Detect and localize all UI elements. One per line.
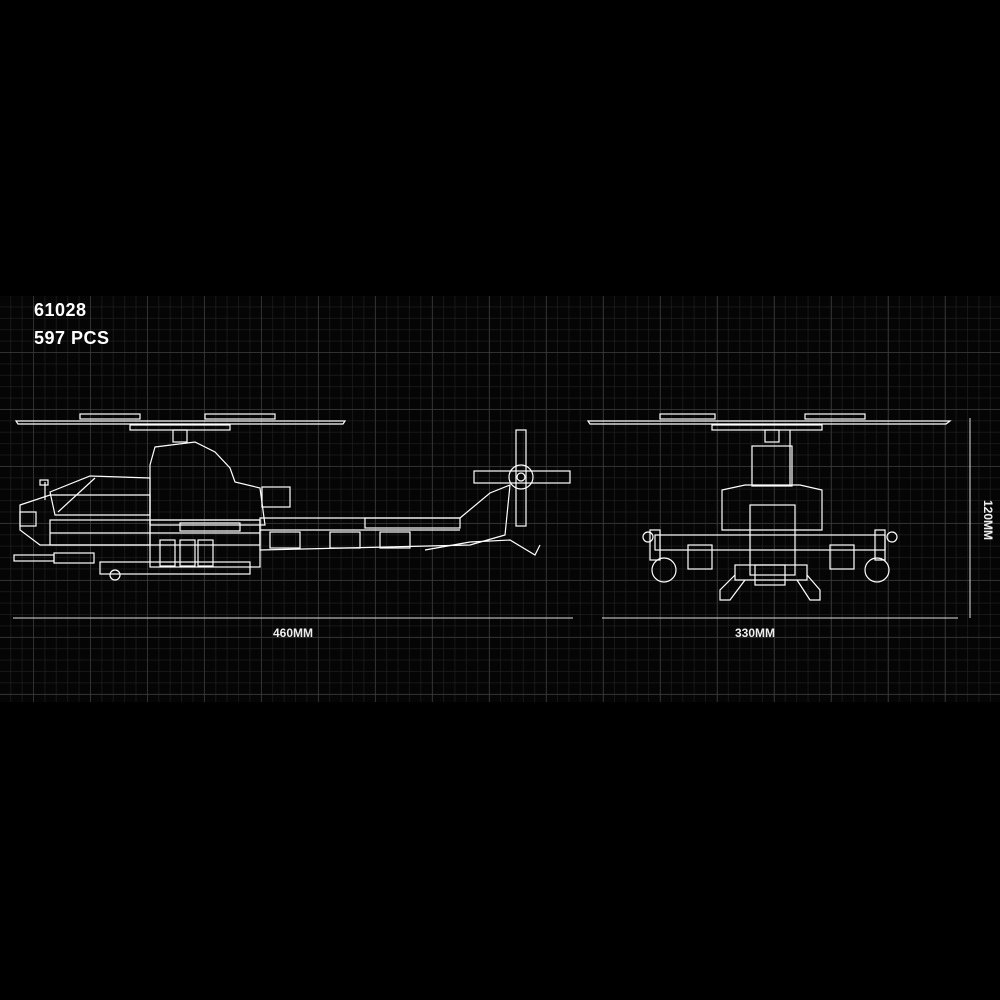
height-dimension: 120MM	[981, 500, 995, 541]
model-number: 61028	[34, 300, 87, 320]
dimension-lines	[13, 418, 971, 619]
piece-count: 597 PCS	[34, 328, 110, 348]
length-dimension: 460MM	[273, 626, 314, 640]
blueprint-grid	[0, 296, 1000, 702]
width-dimension: 330MM	[735, 626, 776, 640]
front-view-helicopter	[586, 413, 952, 601]
side-view-helicopter	[13, 413, 571, 581]
